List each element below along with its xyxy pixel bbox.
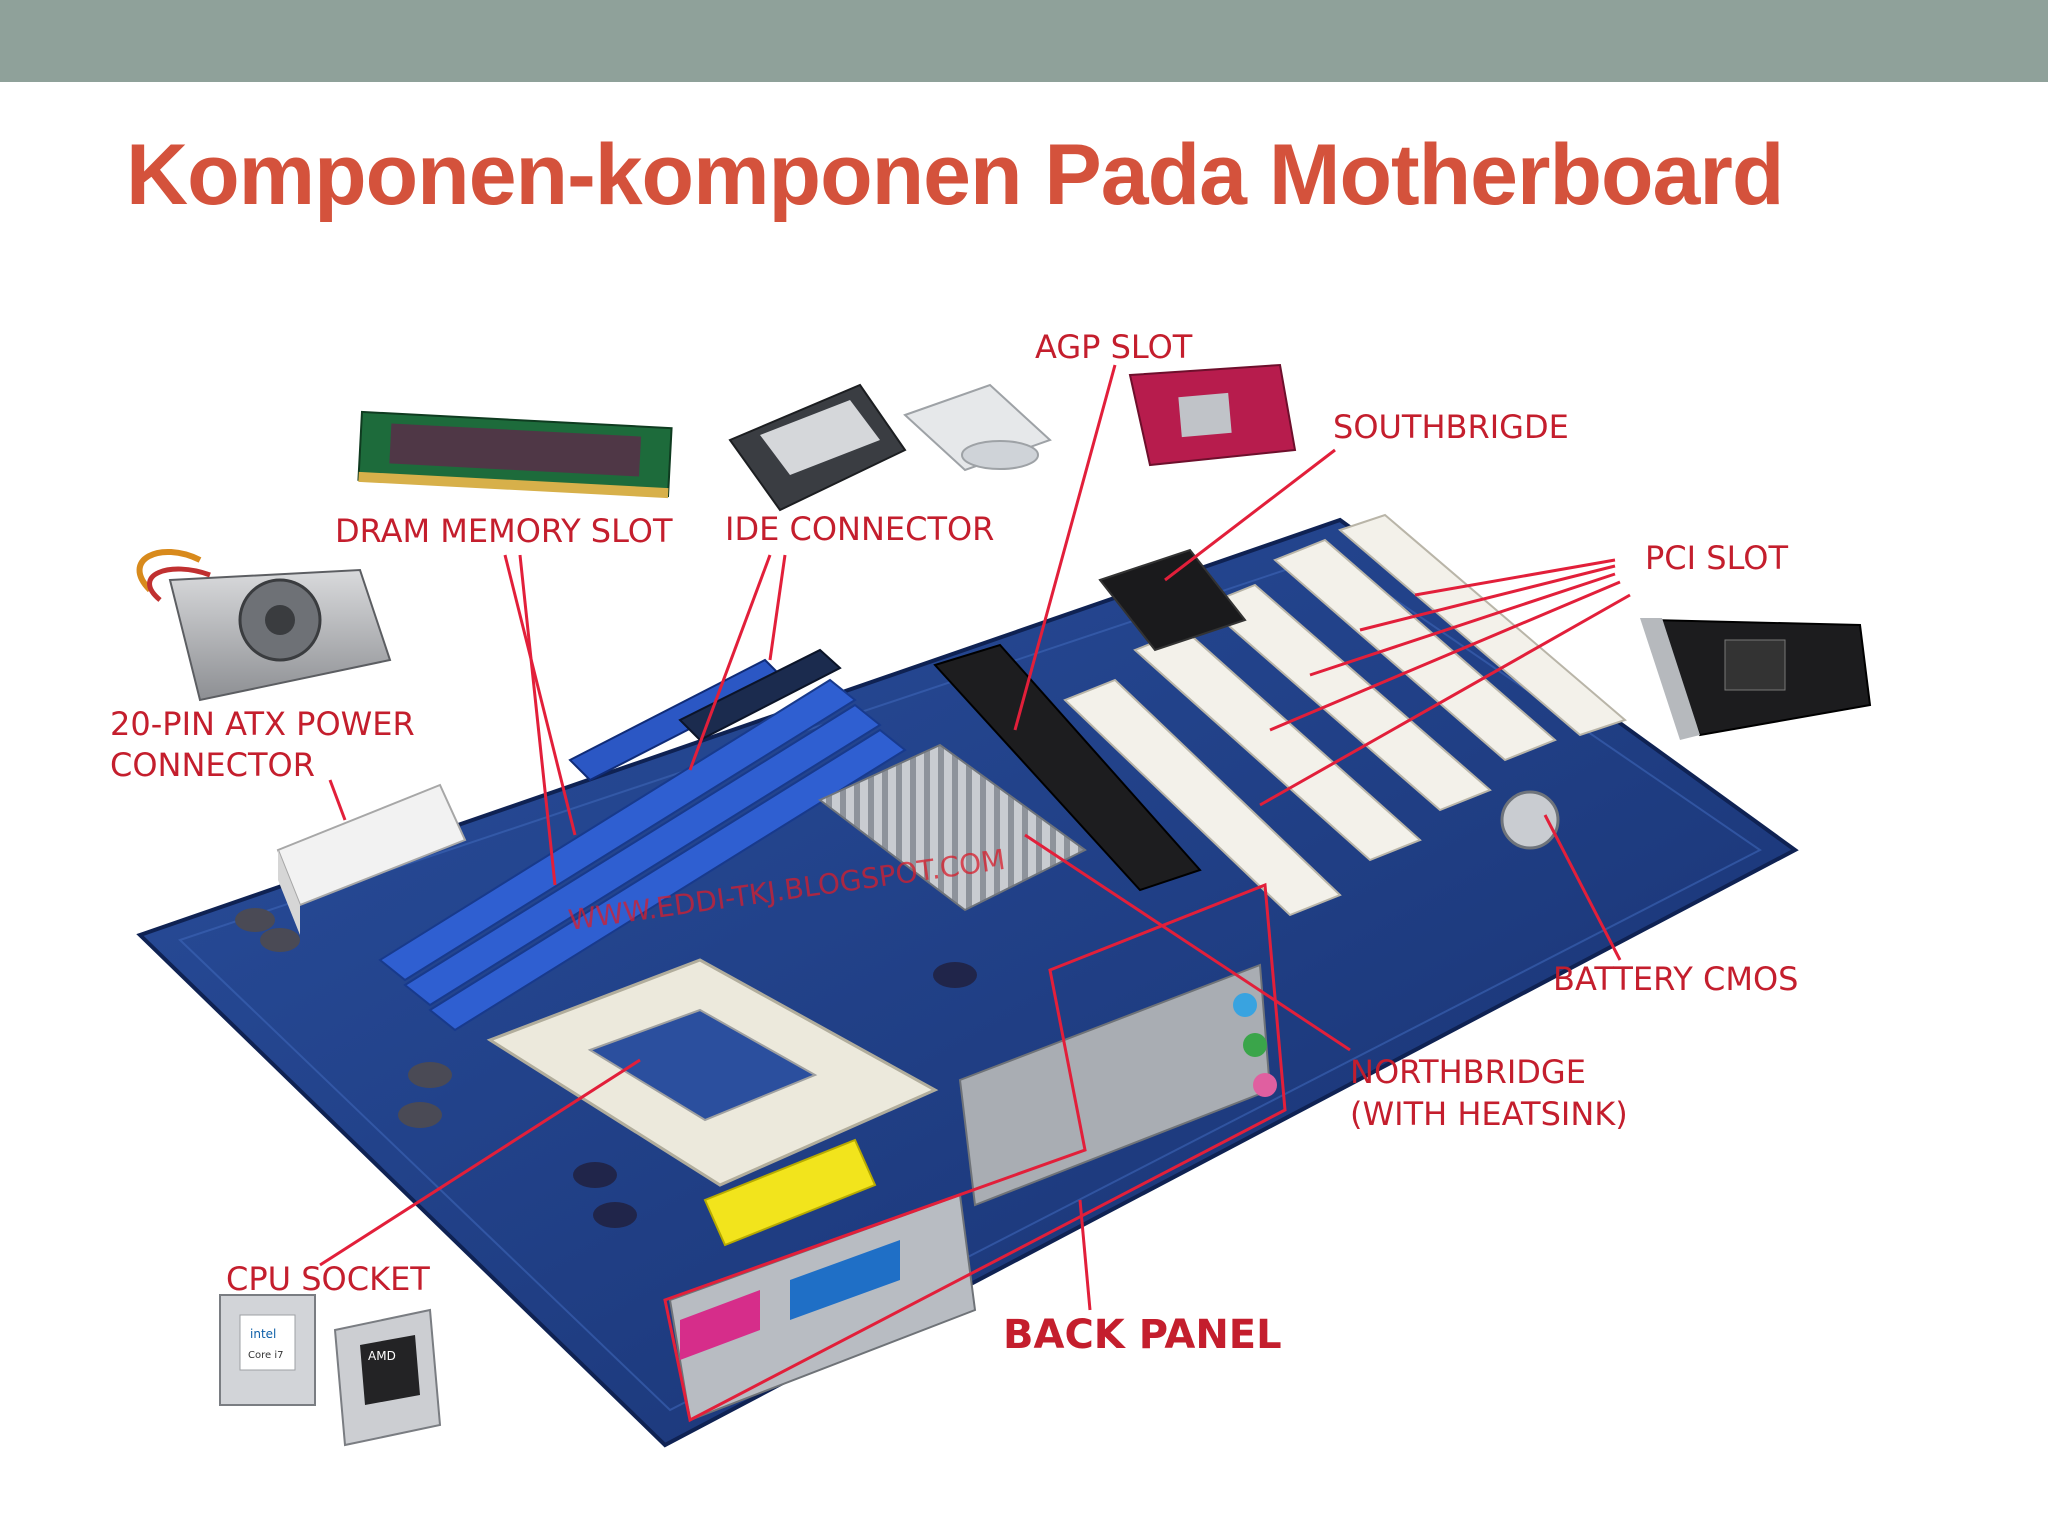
label-back-panel: BACK PANEL (1003, 1312, 1282, 1358)
label-atx-power-line2: CONNECTOR (110, 746, 315, 784)
agp-slot-shape (933, 643, 1202, 892)
header-bar (0, 0, 2048, 82)
label-cpu-socket: CPU SOCKET (226, 1260, 430, 1298)
amd-cpu-image: AMD (333, 1308, 442, 1447)
label-southbridge: SOUTHBRIGDE (1333, 408, 1569, 446)
intel-model-text: Core i7 (248, 1350, 283, 1361)
pci-slots (1063, 513, 1627, 917)
yellow-sticker (703, 1138, 877, 1247)
ide-connectors (568, 648, 842, 782)
agp-card-image (1128, 363, 1297, 467)
back-panel-outline (663, 882, 1287, 1423)
label-ide-connector: IDE CONNECTOR (725, 510, 994, 548)
pci-card-image (1640, 618, 1872, 740)
cmos-battery (1500, 790, 1560, 850)
back-panel-ports (668, 963, 1277, 1422)
label-northbridge-line2: (WITH HEATSINK) (1350, 1095, 1628, 1133)
amd-brand-text: AMD (368, 1349, 396, 1363)
leader-lines (319, 364, 1631, 1311)
slide-title: Komponen-komponen Pada Motherboard (126, 127, 1784, 223)
label-pci-slot: PCI SLOT (1645, 539, 1788, 577)
label-agp-slot: AGP SLOT (1035, 328, 1193, 366)
intel-cpu-image: intel Core i7 (219, 1294, 316, 1406)
northbridge-heatsink (818, 743, 1087, 912)
power-supply-image (136, 549, 392, 702)
capacitors (235, 908, 977, 1228)
southbridge-chip (1098, 548, 1247, 652)
cpu-socket-shape (486, 958, 939, 1187)
optical-drive-image (903, 383, 1052, 472)
intel-brand-text: intel (250, 1327, 276, 1341)
label-northbridge-line1: NORTHBRIDGE (1350, 1053, 1586, 1091)
label-battery-cmos: BATTERY CMOS (1553, 960, 1798, 998)
ram-stick-image (357, 410, 673, 499)
hard-disk-image (728, 383, 907, 512)
atx-power-connector (276, 783, 467, 935)
label-atx-power-line1: 20-PIN ATX POWER (110, 705, 415, 743)
label-dram-memory-slot: DRAM MEMORY SLOT (335, 512, 673, 550)
dram-slots (378, 678, 907, 1032)
